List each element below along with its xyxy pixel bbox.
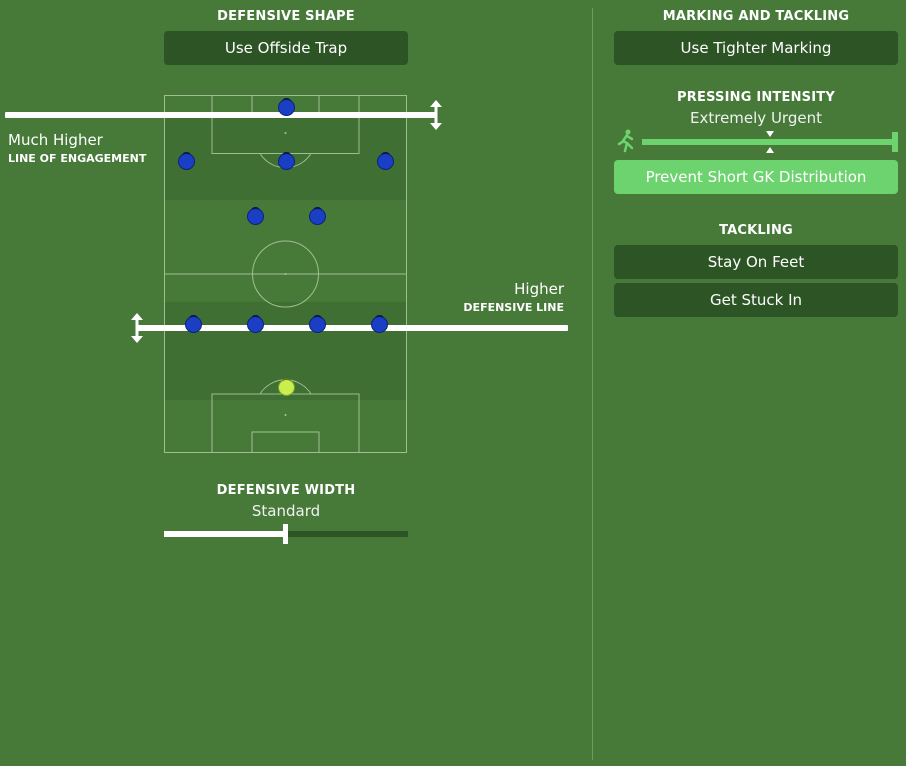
player-left-centre-back[interactable] <box>246 314 264 333</box>
defensive-line-value: Higher <box>514 280 564 298</box>
player-left-midfielder[interactable] <box>177 151 195 170</box>
pressing-intensity-slider-handle[interactable] <box>892 132 898 152</box>
panel-divider <box>592 8 593 760</box>
defensive-width-heading: DEFENSIVE WIDTH <box>216 483 356 498</box>
line-of-engagement-label: LINE OF ENGAGEMENT <box>8 152 147 165</box>
tackling-heading: TACKLING <box>719 223 793 238</box>
use-tighter-marking-button[interactable]: Use Tighter Marking <box>614 31 898 65</box>
player-left-back[interactable] <box>184 314 202 333</box>
defensive-width-slider-handle[interactable] <box>283 524 288 544</box>
stay-on-feet-button[interactable]: Stay On Feet <box>614 245 898 279</box>
player-right-back[interactable] <box>370 314 388 333</box>
player-goalkeeper[interactable] <box>277 377 295 396</box>
pressing-intensity-heading: PRESSING INTENSITY <box>677 90 835 105</box>
player-right-centre-back[interactable] <box>308 314 326 333</box>
defensive-line-label: DEFENSIVE LINE <box>463 301 564 314</box>
prevent-short-gk-distribution-button[interactable]: Prevent Short GK Distribution <box>614 160 898 194</box>
line-of-engagement-bar[interactable] <box>5 112 437 118</box>
pressing-intensity-slider-fill[interactable] <box>642 139 896 145</box>
use-offside-trap-button[interactable]: Use Offside Trap <box>164 31 408 65</box>
defensive-width-value: Standard <box>251 502 321 520</box>
defensive-shape-heading: DEFENSIVE SHAPE <box>217 9 355 24</box>
pressing-default-marker-icon <box>766 131 774 153</box>
defensive-width-slider-fill <box>164 531 286 537</box>
defensive-line-bar[interactable] <box>136 325 568 331</box>
player-right-midfielder[interactable] <box>376 151 394 170</box>
running-player-icon <box>617 129 634 153</box>
line-of-engagement-value: Much Higher <box>8 131 103 149</box>
player-left-central-midfielder[interactable] <box>246 206 264 225</box>
line-of-engagement-handle-icon[interactable] <box>428 100 444 130</box>
player-right-central-midfielder[interactable] <box>308 206 326 225</box>
pitch <box>164 95 407 453</box>
get-stuck-in-button[interactable]: Get Stuck In <box>614 283 898 317</box>
player-striker[interactable] <box>277 97 295 116</box>
player-attacking-midfielder[interactable] <box>277 151 295 170</box>
defensive-line-handle-icon[interactable] <box>129 313 145 343</box>
pressing-intensity-value: Extremely Urgent <box>690 109 822 127</box>
marking-tackling-heading: MARKING AND TACKLING <box>662 9 850 24</box>
